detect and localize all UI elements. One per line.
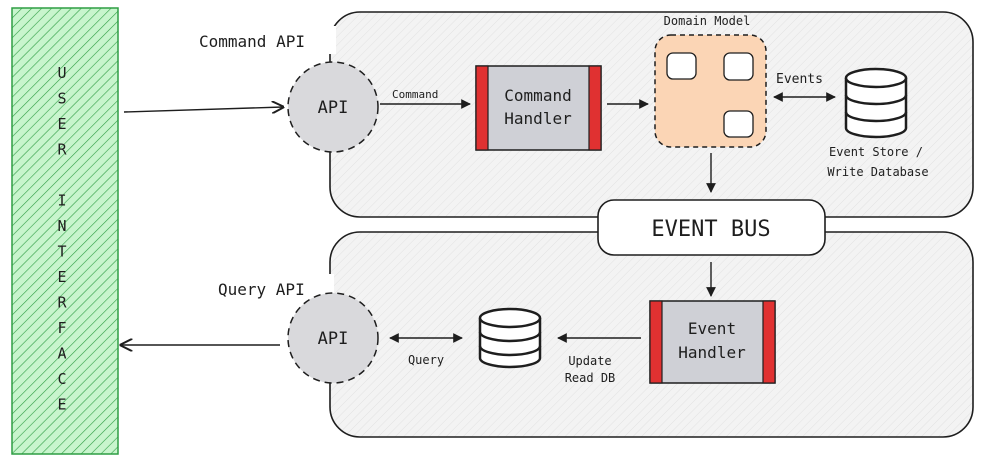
query-api-label: API [318, 329, 349, 349]
user-interface-letter: F [57, 319, 66, 337]
command-api-title: Command API [199, 32, 305, 51]
user-interface-letter: R [57, 141, 67, 159]
event-handler-box: Event Handler [649, 300, 776, 384]
command-handler-line2: Handler [504, 109, 572, 128]
event-bus-label: EVENT BUS [651, 217, 770, 242]
domain-model-box [654, 34, 767, 148]
user-interface-letter: R [57, 294, 67, 312]
domain-entity [723, 52, 754, 81]
ui-to-command-api-arrow [123, 107, 283, 112]
user-interface-letter: C [57, 370, 66, 388]
domain-model-title: Domain Model [664, 14, 751, 28]
user-interface-letter: S [57, 90, 66, 108]
update-label-line1: Update [568, 354, 611, 368]
command-handler-box: Command Handler [475, 65, 602, 151]
user-interface-letter: U [57, 64, 66, 82]
event-store-label-line2: Write Database [827, 165, 928, 179]
user-interface-letter: N [57, 217, 66, 235]
update-label-line2: Read DB [565, 371, 616, 385]
read-database-icon [478, 307, 542, 369]
user-interface-letter: E [57, 268, 66, 286]
query-api-title: Query API [218, 280, 305, 299]
domain-entity [723, 110, 754, 138]
command-handler-line1: Command [504, 86, 571, 105]
user-interface-letter: I [57, 192, 66, 210]
events-label: Events [776, 72, 823, 87]
query-label: Query [408, 353, 444, 367]
event-handler-line2: Handler [678, 343, 746, 362]
event-store-database-icon [844, 67, 908, 139]
command-api-label: API [318, 98, 349, 118]
user-interface-letter: A [57, 345, 66, 363]
event-store-label-line1: Event Store / [829, 145, 923, 159]
user-interface-letter: T [57, 243, 66, 261]
query-api-node: API [287, 292, 379, 384]
domain-entity [666, 52, 697, 80]
user-interface-letter: E [57, 396, 66, 414]
event-bus: EVENT BUS [597, 199, 826, 256]
user-interface-letter: E [57, 115, 66, 133]
command-arrow-label: Command [392, 88, 438, 101]
event-handler-line1: Event [688, 319, 736, 338]
command-api-node: API [287, 61, 379, 153]
